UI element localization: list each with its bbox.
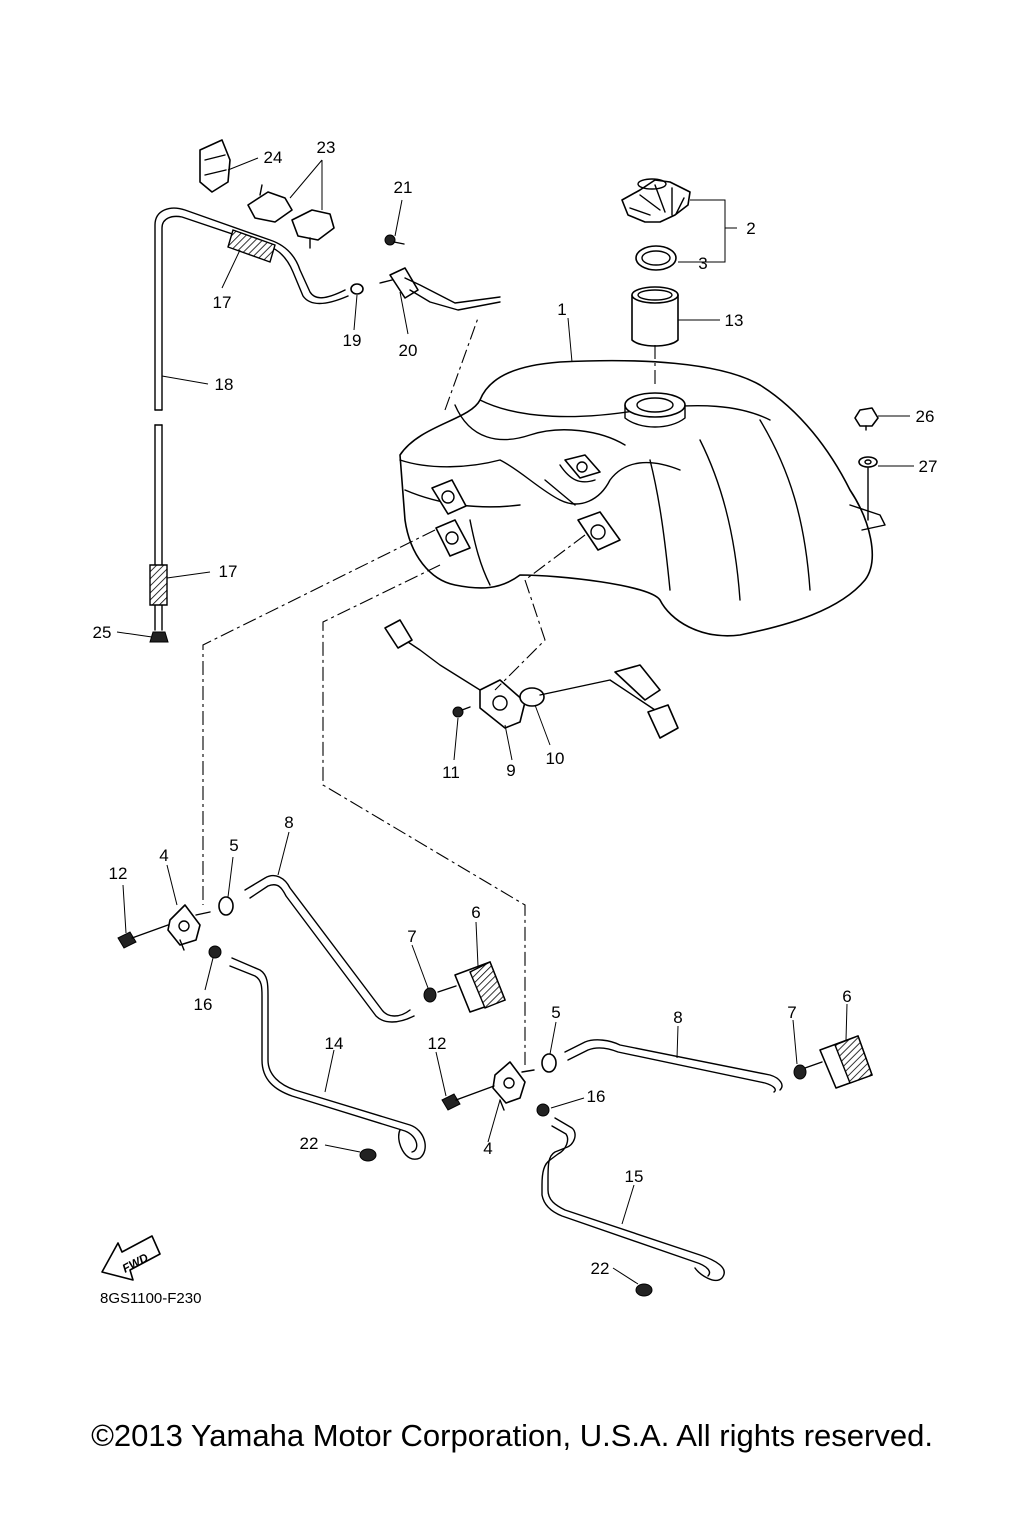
callout-15: 15 <box>625 1167 644 1186</box>
callout-22: 22 <box>300 1134 319 1153</box>
sender-float-arm[interactable] <box>539 664 679 739</box>
fuel-hose-14[interactable] <box>229 957 426 1160</box>
filler-strainer[interactable] <box>631 286 679 347</box>
fuel-tank[interactable] <box>399 359 886 637</box>
callout-9: 9 <box>506 761 515 780</box>
cap-gasket[interactable] <box>635 245 677 271</box>
hose-joint-left[interactable] <box>218 896 234 916</box>
hose-holders[interactable] <box>247 184 335 249</box>
hose-protector-upper[interactable] <box>227 229 276 263</box>
clamp-16-right[interactable] <box>536 1103 550 1117</box>
callout-11: 11 <box>442 763 460 782</box>
assembly-guide-lines <box>202 317 656 1065</box>
callout-1: 1 <box>557 300 566 319</box>
callout-6: 6 <box>842 987 851 1006</box>
callout-17: 17 <box>219 562 238 581</box>
bolt-left[interactable] <box>117 924 169 949</box>
callout-12: 12 <box>109 864 128 883</box>
callout-2: 2 <box>746 219 755 238</box>
tank-washer[interactable] <box>858 456 878 468</box>
breather-hose[interactable] <box>154 207 349 631</box>
callout-21: 21 <box>394 178 413 197</box>
callout-27: 27 <box>919 457 938 476</box>
hose-clamp-small[interactable] <box>350 283 364 295</box>
callout-17: 17 <box>213 293 232 312</box>
callout-10: 10 <box>546 749 565 768</box>
callout-7: 7 <box>787 1003 796 1022</box>
callout-8: 8 <box>673 1008 682 1027</box>
hose-protector-lower[interactable] <box>149 564 168 606</box>
hose-clip[interactable] <box>199 139 231 193</box>
leader-lines <box>116 157 914 1285</box>
tank-nut[interactable] <box>854 407 879 431</box>
callout-16: 16 <box>194 995 213 1014</box>
callout-6: 6 <box>471 903 480 922</box>
callout-24: 24 <box>264 148 283 167</box>
callout-23: 23 <box>317 138 336 157</box>
fwd-arrow-icon: FWD <box>101 1235 161 1281</box>
callout-4: 4 <box>159 846 168 865</box>
clamp-right[interactable] <box>793 1064 807 1080</box>
callout-8: 8 <box>284 813 293 832</box>
callout-16: 16 <box>587 1087 606 1106</box>
callout-26: 26 <box>916 407 935 426</box>
bolt-right[interactable] <box>441 1085 495 1111</box>
callout-5: 5 <box>229 836 238 855</box>
callout-18: 18 <box>215 375 234 394</box>
breather-fitting[interactable] <box>379 267 501 311</box>
copyright-notice: ©2013 Yamaha Motor Corporation, U.S.A. A… <box>91 1418 933 1453</box>
clamp-22-left[interactable] <box>359 1148 377 1162</box>
sender-gasket[interactable] <box>519 687 545 707</box>
fuel-cap[interactable] <box>621 178 691 223</box>
callout-13: 13 <box>725 311 744 330</box>
fuel-filter-left[interactable] <box>437 961 506 1013</box>
fuel-cock-left[interactable] <box>167 904 211 951</box>
fuel-filter-right[interactable] <box>804 1035 873 1089</box>
sender-wire[interactable] <box>384 619 481 691</box>
callout-4: 4 <box>483 1139 492 1158</box>
fuel-hose-right[interactable] <box>564 1039 783 1093</box>
fuel-hose-15[interactable] <box>541 1117 725 1282</box>
callout-19: 19 <box>343 331 362 350</box>
clamp-22-right[interactable] <box>635 1283 653 1297</box>
clamp-16-left[interactable] <box>208 945 222 959</box>
diagram-code: 8GS1100-F230 <box>100 1290 202 1307</box>
clamp-left[interactable] <box>423 987 437 1003</box>
callout-3: 3 <box>698 254 707 273</box>
callout-labels: 1 2 3 4 4 5 5 6 6 7 7 8 8 9 10 11 12 12 … <box>93 138 938 1278</box>
hose-end-cap[interactable] <box>149 631 169 643</box>
hose-joint-right[interactable] <box>541 1053 557 1073</box>
callout-25: 25 <box>93 623 112 642</box>
fuel-cock-right[interactable] <box>492 1061 535 1111</box>
fuel-sender-plate[interactable] <box>479 679 526 729</box>
callout-20: 20 <box>399 341 418 360</box>
fitting-screw[interactable] <box>384 234 405 246</box>
fuel-hose-left[interactable] <box>244 874 415 1023</box>
callout-7: 7 <box>407 927 416 946</box>
sender-screw[interactable] <box>452 706 471 718</box>
callout-5: 5 <box>551 1003 560 1022</box>
callout-22: 22 <box>591 1259 610 1278</box>
callout-14: 14 <box>325 1034 344 1053</box>
callout-12: 12 <box>428 1034 447 1053</box>
